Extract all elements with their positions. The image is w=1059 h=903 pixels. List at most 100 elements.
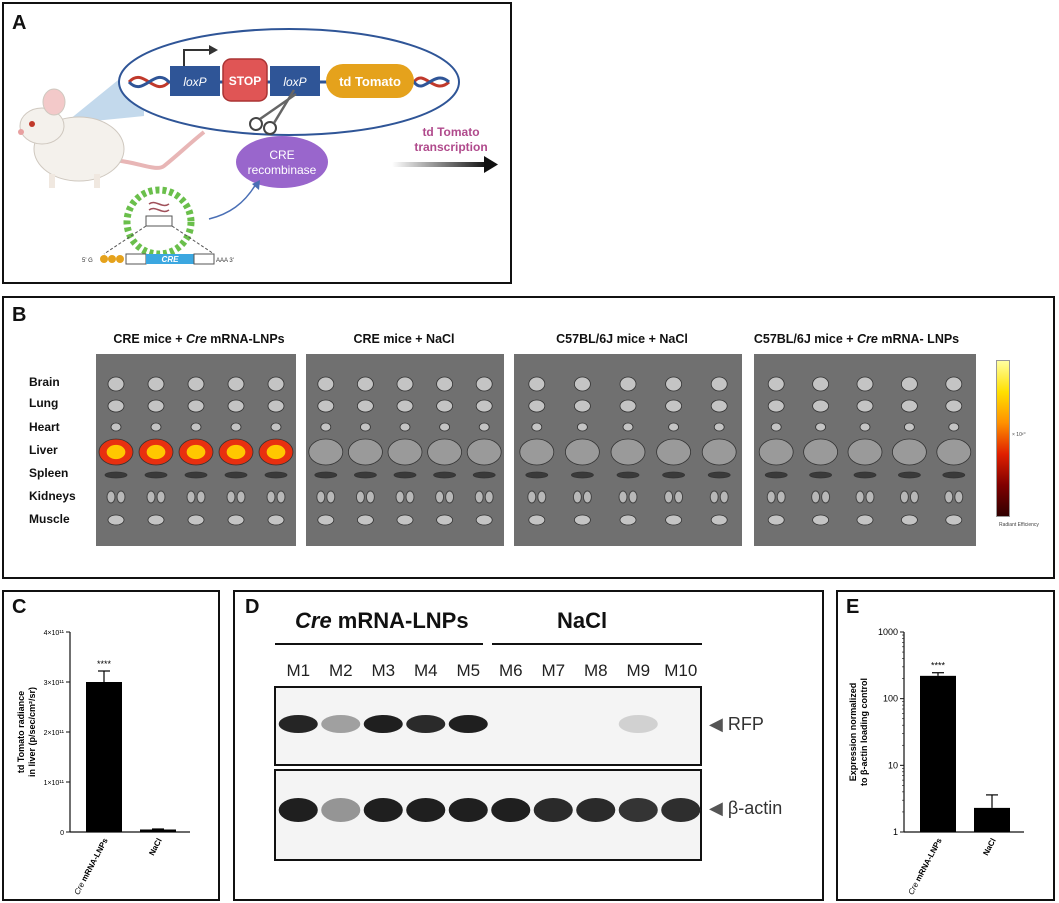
- x-category-label: NaCl: [147, 837, 164, 857]
- organ-spot: [224, 471, 248, 479]
- blot-group-2-bar: [492, 643, 702, 645]
- organ-spot: [628, 490, 638, 504]
- outcome-label-1: td Tomato: [422, 125, 479, 139]
- organ-spot: [196, 490, 206, 504]
- lane-label: M1: [286, 661, 310, 680]
- organ-spot: [577, 422, 588, 432]
- y-tick-label: 1×10¹¹: [44, 780, 65, 787]
- organ-spot: [104, 471, 128, 479]
- organ-spot: [107, 399, 125, 413]
- organ-spot: [317, 399, 335, 413]
- organ-spot: [187, 399, 205, 413]
- outcome-label-2: transcription: [414, 140, 487, 154]
- organ-spot: [945, 399, 963, 413]
- loxp-label-2: loxP: [283, 75, 306, 89]
- organ-spot: [320, 422, 332, 432]
- organ-spot: [815, 422, 826, 432]
- group-title-4: C57BL/6J mice + Cre mRNA- LNPs: [753, 332, 960, 346]
- lane-label: M5: [456, 661, 480, 680]
- organ-spot: [665, 376, 682, 392]
- organ-spot: [365, 490, 375, 504]
- lane-label: M9: [626, 661, 650, 680]
- organ-spot: [314, 471, 338, 479]
- organ-photos: [96, 354, 976, 546]
- organ-spot: [812, 376, 829, 392]
- organ-spot: [436, 399, 454, 413]
- organ-spot: [525, 471, 549, 479]
- organ-spot: [156, 490, 166, 504]
- organ-spot: [106, 490, 116, 504]
- organ-spot: [776, 490, 786, 504]
- blot-band: [406, 798, 446, 822]
- panel-b: B CRE mice + Cre mRNA-LNPs CRE mice + Na…: [2, 296, 1055, 579]
- organ-spot: [856, 399, 874, 413]
- scissors-icon: [249, 89, 297, 135]
- organ-spot: [187, 376, 205, 392]
- organ-spot: [107, 376, 125, 392]
- organ-spot: [264, 471, 288, 479]
- transcription-arrow: [392, 162, 487, 167]
- blot-band: [363, 798, 403, 822]
- cre-label-2: recombinase: [248, 163, 317, 177]
- organ-spot: [855, 490, 865, 504]
- organ-spot: [622, 422, 634, 432]
- blot-band: [448, 798, 488, 822]
- tdtomato-box: [326, 64, 414, 98]
- liver-spot: [387, 438, 423, 466]
- liver-spot: [936, 438, 972, 466]
- bar-1: [86, 682, 122, 832]
- liver-spot: [308, 438, 344, 466]
- organ-spot: [766, 490, 776, 504]
- organ-spot: [396, 376, 414, 392]
- liver-spot: [347, 438, 383, 466]
- band-label-actin: ◀ β-actin: [709, 798, 783, 818]
- significance-marker: ****: [97, 659, 112, 669]
- organ-spot: [856, 514, 874, 526]
- lane-label: M8: [584, 661, 608, 680]
- organ-spot: [395, 490, 405, 504]
- organ-spot: [405, 490, 415, 504]
- organ-spot: [904, 422, 915, 432]
- group-title-1: CRE mice + Cre mRNA-LNPs: [113, 332, 285, 346]
- organ-spot: [436, 514, 454, 526]
- organ-spot: [475, 514, 493, 526]
- mouse-icon: [18, 88, 206, 188]
- cre-label-1: CRE: [269, 148, 294, 162]
- organ-spot: [147, 514, 165, 526]
- organ-spot: [396, 399, 414, 413]
- x-category-label: NaCl: [981, 837, 998, 857]
- organ-spot: [356, 399, 374, 413]
- organ-spot: [393, 471, 417, 479]
- organ-spot: [853, 471, 877, 479]
- organ-spot: [948, 422, 960, 432]
- lane-label: M10: [664, 661, 697, 680]
- organ-spot: [809, 471, 832, 479]
- organ-spot: [267, 514, 285, 526]
- blot-band: [533, 798, 573, 822]
- organ-spot: [709, 490, 719, 504]
- blot-band: [278, 715, 318, 733]
- organ-spot: [812, 399, 829, 413]
- blot-band: [321, 798, 361, 822]
- significance-marker: ****: [931, 661, 946, 671]
- mrna-cds-label: CRE: [162, 255, 180, 264]
- organ-spot: [359, 422, 371, 432]
- liver-fluorescence: [226, 444, 246, 460]
- organ-spot: [475, 399, 493, 413]
- organ-spot: [859, 422, 871, 432]
- organ-spot: [767, 514, 785, 526]
- blot-group-1-title: Cre mRNA-LNPs: [295, 608, 469, 633]
- organ-spot: [528, 514, 546, 526]
- organ-spot: [899, 490, 909, 504]
- organ-spot: [954, 490, 964, 504]
- liver-fluorescence: [106, 444, 126, 460]
- organ-spot: [856, 376, 874, 392]
- organ-spot: [662, 471, 685, 479]
- organ-spot: [767, 399, 785, 413]
- organ-spot: [619, 376, 637, 392]
- lane-label: M2: [329, 661, 353, 680]
- y-axis-label-line1: Expression normalized: [848, 683, 858, 782]
